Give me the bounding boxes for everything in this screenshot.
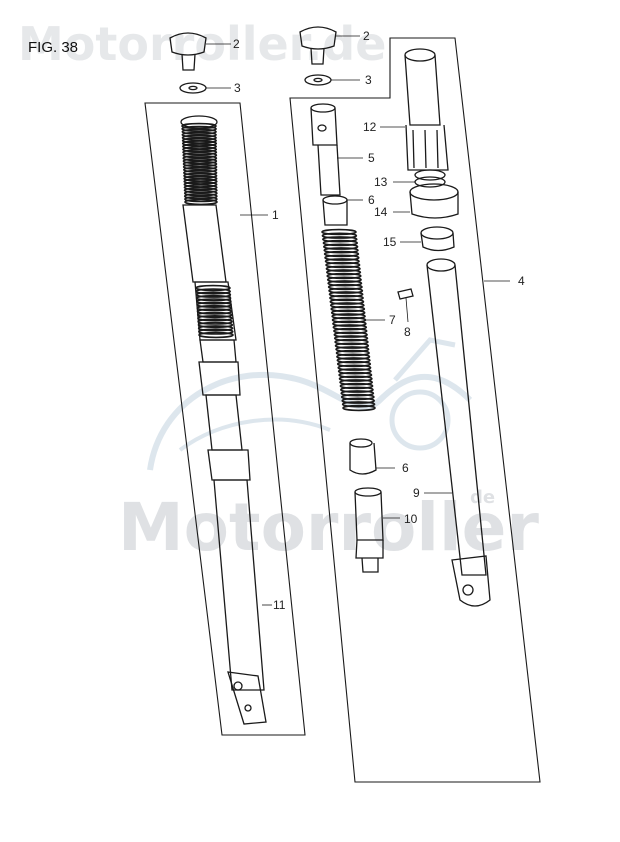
- lower-spacer-part-6: [349, 438, 377, 475]
- left-bolt-part-2: [169, 32, 207, 71]
- right-assembly-frame: [289, 37, 541, 783]
- callout-14: 14: [374, 205, 388, 219]
- callout-6-lower: 6: [402, 461, 409, 475]
- callout-11: 11: [273, 598, 286, 612]
- spring-part-7: [321, 228, 376, 412]
- watermark-top: Motorroller.de: [18, 17, 386, 71]
- callout-10: 10: [404, 512, 418, 526]
- callout-15: 15: [383, 235, 397, 249]
- watermark-suffix: de: [470, 487, 495, 508]
- outer-tube-part-9: [426, 258, 491, 607]
- damper-rod-part-5: [310, 103, 341, 196]
- callout-2-left: 2: [233, 37, 240, 51]
- inner-tube-part-1: [180, 115, 267, 725]
- callout-8: 8: [404, 325, 411, 339]
- callout-9: 9: [413, 486, 420, 500]
- upper-spacer-part-6: [322, 195, 348, 226]
- left-washer-hole: [188, 85, 198, 91]
- left-washer-part-3: [179, 82, 207, 94]
- figure-label: FIG. 38: [28, 39, 78, 56]
- callout-3-right: 3: [365, 73, 372, 87]
- callout-4: 4: [518, 274, 525, 288]
- callout-7: 7: [389, 313, 396, 327]
- callout-12: 12: [363, 120, 377, 134]
- cover-part-14: [409, 183, 459, 219]
- piston-part-10: [354, 487, 384, 573]
- right-bolt-part-2: [299, 26, 337, 65]
- callout-3-left: 3: [234, 81, 241, 95]
- pin-part-8: [397, 288, 414, 300]
- watermark-scooter-logo: [147, 337, 473, 471]
- upper-tube-part-12: [404, 48, 449, 171]
- callout-2-right: 2: [363, 29, 370, 43]
- callout-5: 5: [368, 151, 375, 165]
- nut-part-15: [420, 226, 455, 252]
- callout-6-upper: 6: [368, 193, 375, 207]
- leader-lines: [206, 35, 510, 606]
- right-washer-hole: [313, 77, 323, 83]
- right-washer-part-3: [304, 74, 332, 86]
- left-assembly-frame: [144, 102, 306, 736]
- callout-13: 13: [374, 175, 388, 189]
- callout-1: 1: [272, 208, 279, 222]
